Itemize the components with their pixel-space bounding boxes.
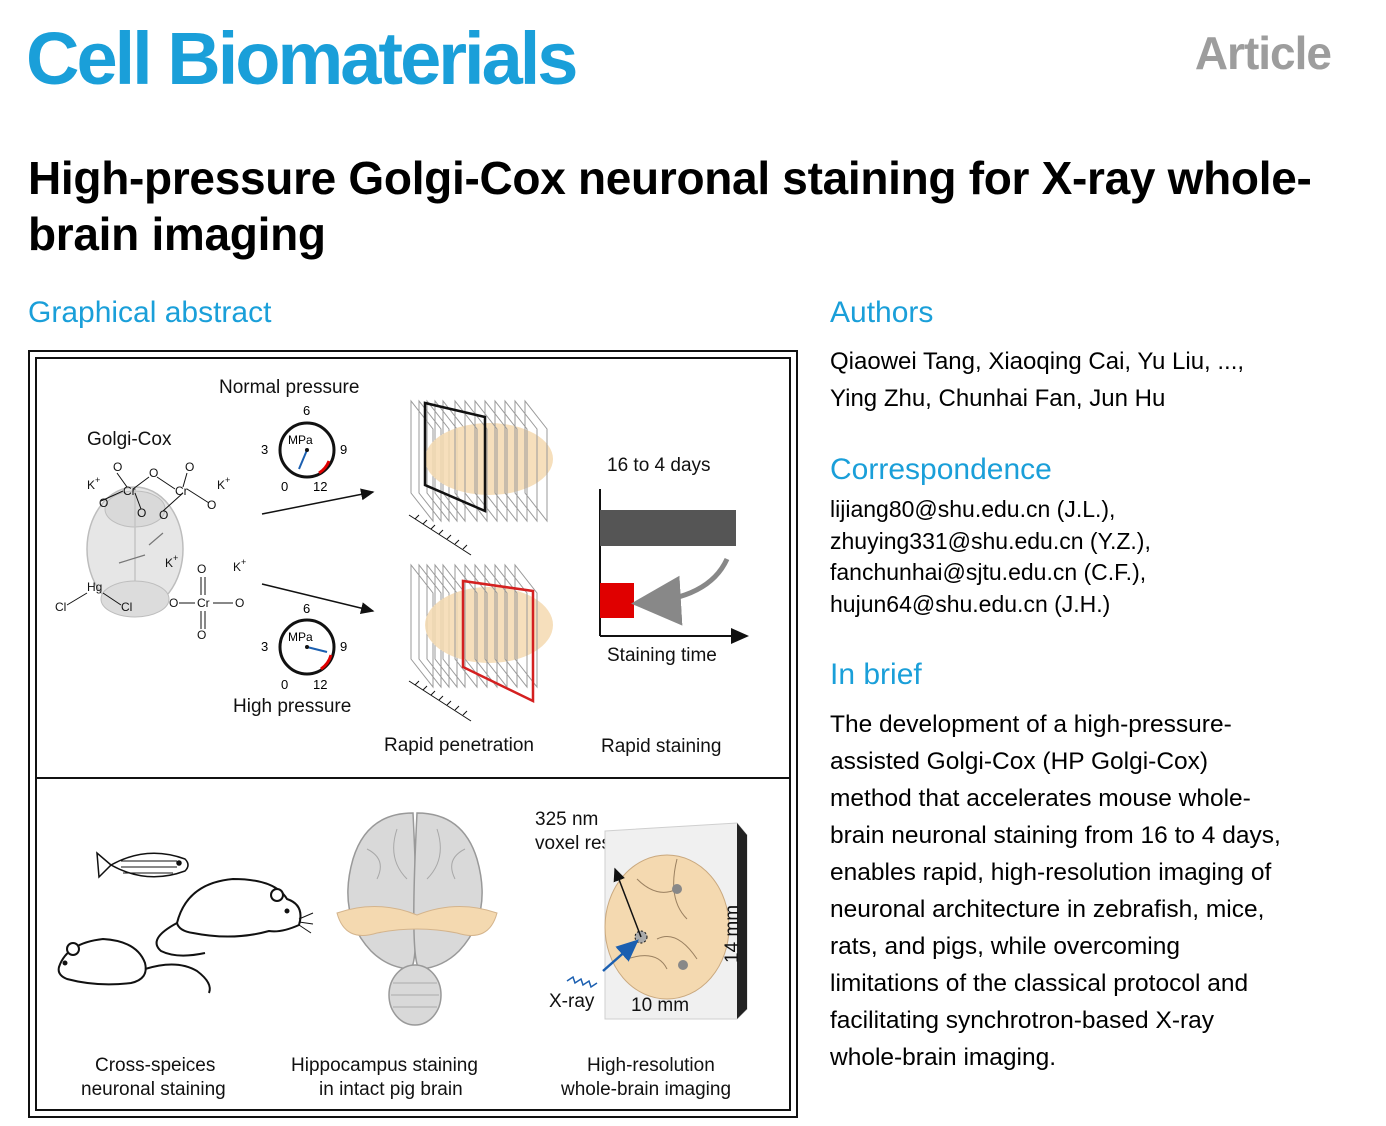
- svg-text:K: K: [217, 478, 225, 492]
- voxel-label-1: 325 nm: [535, 809, 598, 830]
- svg-text:MPa: MPa: [288, 630, 313, 644]
- svg-text:6: 6: [303, 403, 310, 418]
- graphical-abstract-figure: Golgi-Cox K + Cr Cr K + O O O O O: [28, 350, 798, 1118]
- days-label: 16 to 4 days: [607, 455, 711, 476]
- graphical-abstract-illustration: Golgi-Cox K + Cr Cr K + O O O O O: [55, 377, 749, 1100]
- svg-text:K: K: [233, 560, 241, 574]
- svg-text:Cr: Cr: [175, 484, 188, 498]
- in-brief-line: enables rapid, high-resolution imaging o…: [830, 859, 1272, 886]
- mouse-brain-icon: [86, 486, 184, 618]
- article-title: High-pressure Golgi-Cox neuronal stainin…: [28, 152, 1312, 260]
- svg-text:Cr: Cr: [123, 484, 136, 498]
- in-brief-line: brain neuronal staining from 16 to 4 day…: [830, 822, 1281, 849]
- bar-normal-pressure: [600, 510, 736, 546]
- svg-text:MPa: MPa: [288, 433, 313, 447]
- svg-text:O: O: [149, 466, 158, 480]
- article-type-label: Article: [1194, 27, 1332, 79]
- svg-text:K: K: [87, 478, 95, 492]
- in-brief-line: whole-brain imaging.: [830, 1044, 1057, 1071]
- imaging-cube: [566, 822, 748, 1020]
- rapid-penetration-label: Rapid penetration: [384, 735, 534, 756]
- svg-text:O: O: [113, 460, 122, 474]
- mouse-icon: [57, 937, 211, 994]
- svg-text:O: O: [197, 562, 206, 576]
- in-brief-text: The development of a high-pressure- assi…: [830, 706, 1350, 1076]
- svg-text:0: 0: [281, 479, 288, 494]
- email-link[interactable]: hujun64@shu.edu.cn (J.H.): [830, 590, 1111, 617]
- svg-text:12: 12: [313, 677, 327, 692]
- in-brief-line: limitations of the classical protocol an…: [830, 970, 1249, 997]
- slice-stack-high: [408, 563, 553, 722]
- journal-logo[interactable]: Cell Biomaterials: [26, 17, 578, 100]
- authors-list: Qiaowei Tang, Xiaoqing Cai, Yu Liu, ...,…: [830, 343, 1350, 417]
- svg-text:Cr: Cr: [197, 596, 210, 610]
- svg-text:Cl: Cl: [121, 600, 132, 614]
- normal-pressure-label: Normal pressure: [219, 377, 359, 398]
- svg-text:O: O: [197, 628, 206, 642]
- dim-height-label: 14 mm: [722, 905, 743, 963]
- caption-hippocampus-1: Hippocampus staining: [291, 1055, 478, 1076]
- rapid-staining-label: Rapid staining: [601, 736, 721, 757]
- zebrafish-icon: [96, 851, 189, 879]
- svg-text:+: +: [241, 557, 246, 567]
- pressure-gauge-high: 6 3 9 0 12 MPa: [261, 601, 347, 692]
- bar-high-pressure: [600, 583, 634, 618]
- in-brief-line: method that accelerates mouse whole-: [830, 785, 1251, 812]
- correspondence-list: lijiang80@shu.edu.cn (J.L.), zhuying331@…: [830, 494, 1151, 620]
- caption-hippocampus-2: in intact pig brain: [319, 1079, 463, 1100]
- svg-text:+: +: [95, 475, 100, 485]
- in-brief-line: assisted Golgi-Cox (HP Golgi-Cox): [830, 748, 1209, 775]
- dichromate-structure: K + Cr Cr K + O O O O O O O K + K + O O: [55, 460, 246, 642]
- golgi-cox-label: Golgi-Cox: [87, 429, 172, 450]
- in-brief-line: The development of a high-pressure-: [830, 711, 1232, 738]
- svg-text:6: 6: [303, 601, 310, 616]
- svg-text:O: O: [235, 596, 244, 610]
- in-brief-heading: In brief: [830, 658, 922, 691]
- svg-text:9: 9: [340, 442, 347, 457]
- svg-text:O: O: [137, 506, 146, 520]
- caption-cross-species-1: Cross-speices: [95, 1055, 215, 1076]
- svg-text:Cl: Cl: [55, 600, 66, 614]
- svg-text:O: O: [159, 508, 168, 522]
- svg-text:O: O: [169, 596, 178, 610]
- svg-text:9: 9: [340, 639, 347, 654]
- svg-text:Hg: Hg: [87, 580, 102, 594]
- email-link[interactable]: zhuying331@shu.edu.cn (Y.Z.),: [830, 527, 1151, 554]
- svg-text:+: +: [225, 475, 230, 485]
- svg-text:0: 0: [281, 677, 288, 692]
- email-link[interactable]: fanchunhai@sjtu.edu.cn (C.F.),: [830, 559, 1147, 585]
- svg-text:O: O: [185, 460, 194, 474]
- svg-text:12: 12: [313, 479, 327, 494]
- pig-brain-icon: [336, 812, 498, 1026]
- authors-line[interactable]: Ying Zhu, Chunhai Fan, Jun Hu: [830, 385, 1166, 412]
- xray-label: X-ray: [549, 991, 595, 1012]
- in-brief-line: rats, and pigs, while overcoming: [830, 933, 1180, 960]
- correspondence-heading: Correspondence: [830, 453, 1052, 486]
- abstract-divider: [37, 777, 789, 779]
- caption-imaging-1: High-resolution: [587, 1055, 715, 1076]
- svg-text:K: K: [165, 556, 173, 570]
- graphical-abstract-heading: Graphical abstract: [28, 296, 272, 329]
- svg-text:O: O: [99, 496, 108, 510]
- svg-text:+: +: [173, 553, 178, 563]
- in-brief-line: neuronal architecture in zebrafish, mice…: [830, 896, 1265, 923]
- high-pressure-label: High pressure: [233, 696, 351, 717]
- authors-line[interactable]: Qiaowei Tang, Xiaoqing Cai, Yu Liu, ...,: [830, 348, 1245, 375]
- staining-time-chart: [599, 489, 749, 644]
- authors-heading: Authors: [830, 296, 934, 329]
- email-link[interactable]: lijiang80@shu.edu.cn (J.L.),: [830, 496, 1116, 522]
- in-brief-line: facilitating synchrotron-based X-ray: [830, 1007, 1215, 1034]
- caption-imaging-2: whole-brain imaging: [560, 1079, 731, 1100]
- pressure-gauge-normal: 6 3 9 0 12 MPa: [261, 403, 347, 494]
- svg-text:3: 3: [261, 639, 268, 654]
- staining-time-label: Staining time: [607, 645, 717, 666]
- rat-icon: [155, 877, 314, 957]
- dim-width-label: 10 mm: [631, 995, 689, 1016]
- caption-cross-species-2: neuronal staining: [81, 1079, 226, 1100]
- svg-text:O: O: [207, 498, 216, 512]
- svg-text:3: 3: [261, 442, 268, 457]
- slice-stack-normal: [408, 399, 553, 556]
